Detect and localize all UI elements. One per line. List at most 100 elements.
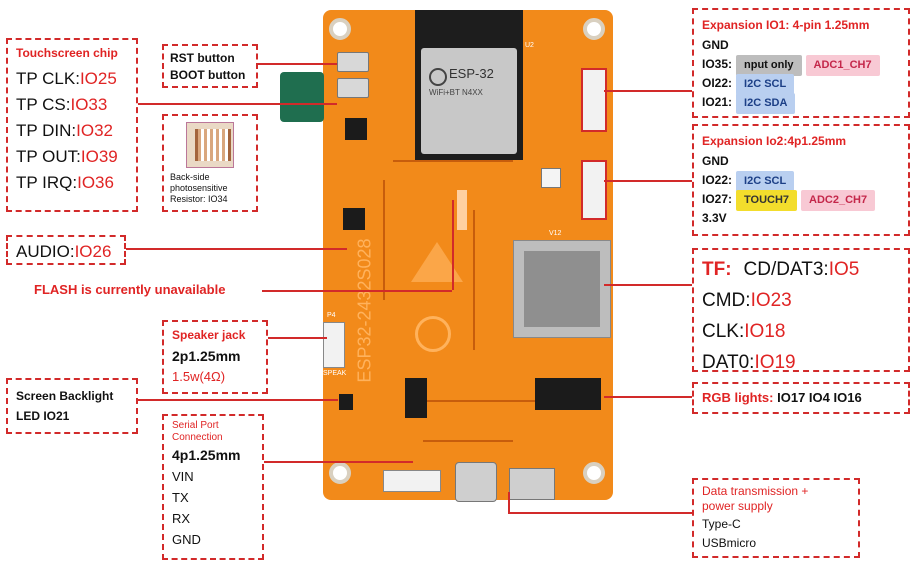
exp1-io35: IO35:	[702, 57, 733, 71]
boot-button[interactable]	[337, 78, 369, 98]
serial-pin-rx: RX	[172, 511, 191, 526]
speaker-title: Speaker jack	[172, 328, 246, 342]
tf-title: TF:	[702, 259, 732, 280]
expansion-io2-connector[interactable]	[581, 160, 607, 220]
exp2-io22: IO22:	[702, 173, 733, 187]
exp2-title: Expansion Io2:4p1.25mm	[702, 134, 847, 148]
tp-irq-value: IO36	[77, 173, 114, 192]
module-brand: ESP-32	[449, 66, 494, 81]
rgb-label: RGB lights:	[702, 390, 774, 405]
rgb-value: IO17 IO4 IO16	[777, 390, 862, 405]
pcb-board: ESP-32 WiFi+BT N4XX U2 V12 P4 SPEAK ESP3…	[323, 10, 613, 502]
triangle-logo-icon	[411, 242, 463, 282]
buttons-callout: RST button BOOT button	[162, 44, 258, 88]
photoresistor-callout: Back-side photosensitive Resistor: IO34	[162, 114, 258, 212]
serial-callout: Serial Port Connection 4p1.25mm VIN TX R…	[162, 414, 264, 560]
touch-chip-callout: Touchscreen chip TP CLK:IO25 TP CS:IO33 …	[6, 38, 138, 212]
exp1-io21: IO21:	[702, 95, 733, 109]
serial-title2: Connection	[172, 432, 223, 443]
mount-hole-icon	[583, 462, 605, 484]
rst-button[interactable]	[337, 52, 369, 72]
power-callout: Data transmission + power supply Type-C …	[692, 478, 860, 558]
speak-label: SPEAK	[323, 370, 347, 377]
regulator-chip	[405, 378, 427, 418]
flex-ribbon	[280, 72, 324, 122]
exp2-io22-tag: I2C SCL	[736, 171, 795, 192]
tf-dat0-value: IO19	[754, 352, 796, 373]
usb-c-port[interactable]	[455, 462, 497, 502]
exp1-gnd: GND	[702, 38, 729, 52]
mount-hole-icon	[583, 18, 605, 40]
speaker-connector[interactable]	[323, 322, 345, 368]
module-sub: WiFi+BT N4XX	[429, 88, 483, 97]
audio-value: IO26	[74, 242, 112, 261]
exp2-v33: 3.3V	[702, 211, 727, 225]
tf-cd-value: IO5	[828, 259, 860, 280]
expansion-io1-connector[interactable]	[581, 68, 607, 132]
speaker-power: 1.5w(4Ω)	[172, 369, 226, 384]
exp1-io21-tag: I2C SDA	[736, 93, 796, 114]
speaker-callout: Speaker jack 2p1.25mm 1.5w(4Ω)	[162, 320, 268, 394]
exp1-io22: OI22:	[702, 76, 733, 90]
exp2-io27: IO27:	[702, 192, 733, 206]
photo-line2: photosensitive	[170, 183, 228, 193]
rst-button-label: RST button	[170, 51, 235, 65]
tp-clk-value: IO25	[79, 69, 117, 88]
mount-hole-icon	[329, 18, 351, 40]
serial-pin-gnd: GND	[172, 532, 201, 547]
rgb-driver-chip	[535, 378, 601, 410]
boot-button-label: BOOT button	[170, 68, 246, 82]
tp-cs-value: IO33	[70, 95, 108, 114]
tf-cd-label: CD/DAT3:	[743, 259, 829, 280]
mount-hole-icon	[329, 462, 351, 484]
exp2-io27-tag2: ADC2_CH7	[801, 190, 876, 211]
power-usbmicro: USBmicro	[702, 536, 757, 550]
rgb-callout: RGB lights: IO17 IO4 IO16	[692, 382, 910, 414]
expansion-io2-callout: Expansion Io2:4p1.25mm GND IO22:I2C SCL …	[692, 124, 910, 236]
tf-cmd-label: CMD:	[702, 290, 751, 311]
tf-clk-label: CLK:	[702, 321, 745, 342]
tf-dat0-label: DAT0:	[702, 352, 755, 373]
exp2-gnd: GND	[702, 154, 729, 168]
photo-line1: Back-side	[170, 172, 210, 182]
silk-text: ESP32-2432S028	[354, 238, 375, 383]
power-type-c: Type-C	[702, 517, 741, 531]
audio-callout: AUDIO:IO26	[6, 235, 126, 265]
tp-out-label: TP OUT:	[16, 147, 81, 166]
tp-irq-label: TP IRQ:	[16, 173, 78, 192]
exp1-io35-tag: nput only	[736, 55, 802, 76]
rgb-led	[541, 168, 561, 188]
flash-note: FLASH is currently unavailable	[34, 282, 226, 297]
serial-size: 4p1.25mm	[172, 447, 241, 463]
tf-cmd-value: IO23	[750, 290, 792, 311]
tp-din-value: IO32	[76, 121, 113, 140]
tp-out-value: IO39	[80, 147, 118, 166]
tf-card-slot[interactable]	[513, 240, 611, 338]
tp-clk-label: TP CLK:	[16, 69, 80, 88]
photoresistor	[457, 190, 467, 230]
speaker-size: 2p1.25mm	[172, 348, 241, 364]
tf-callout: TF:CD/DAT3:IO5 CMD:IO23 CLK:IO18 DAT0:IO…	[692, 248, 910, 373]
v12-label: V12	[549, 230, 562, 237]
backlight-line1: Screen Backlight	[16, 389, 114, 403]
tp-cs-label: TP CS:	[16, 95, 71, 114]
touch-chip	[345, 118, 367, 140]
serial-title1: Serial Port	[172, 420, 219, 431]
expansion-io1-callout: Expansion IO1: 4-pin 1.25mm GND IO35:npu…	[692, 8, 910, 118]
photo-line3: Resistor: IO34	[170, 194, 228, 204]
backlight-callout: Screen Backlight LED IO21	[6, 378, 138, 434]
micro-usb-port[interactable]	[509, 468, 555, 500]
power-title1: Data transmission +	[702, 484, 809, 498]
touch-chip-title: Touchscreen chip	[16, 46, 118, 60]
exp2-io27-tag: TOUCH7	[736, 190, 798, 211]
espressif-logo-icon	[429, 68, 447, 86]
serial-port-connector[interactable]	[383, 470, 441, 492]
serial-pin-vin: VIN	[172, 469, 194, 484]
backlight-transistor	[339, 394, 353, 410]
exp1-title: Expansion IO1: 4-pin 1.25mm	[702, 18, 870, 32]
exp1-io35-tag2: ADC1_CH7	[805, 55, 880, 76]
audio-chip	[343, 208, 365, 230]
exp1-io22-tag: I2C SCL	[736, 74, 795, 95]
power-title2: power supply	[702, 499, 773, 513]
audio-label: AUDIO:	[16, 242, 75, 261]
